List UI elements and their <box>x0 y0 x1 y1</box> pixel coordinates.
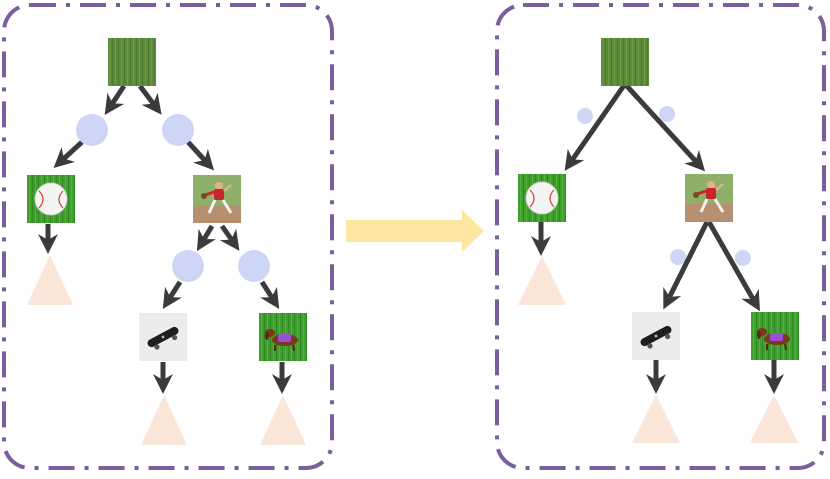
left-edge-pitcher-c4 <box>219 224 240 251</box>
right-panel <box>495 3 826 470</box>
left-edge-c3-skate <box>162 280 183 310</box>
grass-image-icon <box>601 38 649 86</box>
left-leaf-dog <box>260 395 306 445</box>
right-node-4 <box>735 250 751 266</box>
baseball-image-icon <box>26 174 76 224</box>
grass-image-icon <box>108 38 156 86</box>
right-leaf-dog <box>750 395 798 443</box>
baseball-pitcher-image-icon <box>683 172 735 224</box>
skateboard-image-icon <box>139 313 187 361</box>
skateboard-image-icon <box>632 312 680 360</box>
left-edge-root-c1 <box>104 84 127 115</box>
right-leaves <box>518 256 798 443</box>
right-leaf-ball <box>518 256 566 305</box>
left-leaf-ball <box>27 255 73 305</box>
left-node-3 <box>172 250 204 282</box>
left-edge-c4-dog <box>259 280 280 310</box>
dog-image-icon <box>258 312 308 362</box>
right-edge-pitcher-skate <box>663 220 710 310</box>
left-edge-pitcher-c3 <box>196 224 216 252</box>
right-node-3 <box>670 249 686 265</box>
right-leaf-skate <box>632 395 680 443</box>
right-edges <box>531 82 784 394</box>
right-node-2 <box>659 106 675 122</box>
left-panel-border <box>2 3 334 470</box>
right-edge-root-ball <box>564 82 628 171</box>
dog-image-icon <box>750 311 800 361</box>
left-panel <box>2 3 334 470</box>
left-edges <box>38 84 292 394</box>
left-node-1 <box>76 114 108 146</box>
right-edge-root-pitcher <box>623 82 706 172</box>
left-leaf-skate <box>141 395 187 445</box>
left-nodes <box>76 114 270 282</box>
baseball-image-icon <box>517 173 567 223</box>
transition-arrow <box>346 210 484 252</box>
left-edge-c1-ball <box>53 140 84 169</box>
right-node-1 <box>577 108 593 124</box>
left-leaves <box>27 255 306 445</box>
baseball-pitcher-image-icon <box>191 173 243 225</box>
right-nodes <box>577 106 751 266</box>
left-node-2 <box>162 114 194 146</box>
left-edge-root-c2 <box>138 84 162 115</box>
right-edge-pitcher-dog <box>706 220 760 312</box>
right-panel-border <box>495 3 826 470</box>
left-edge-c2-pitcher <box>186 140 215 171</box>
left-node-4 <box>238 250 270 282</box>
